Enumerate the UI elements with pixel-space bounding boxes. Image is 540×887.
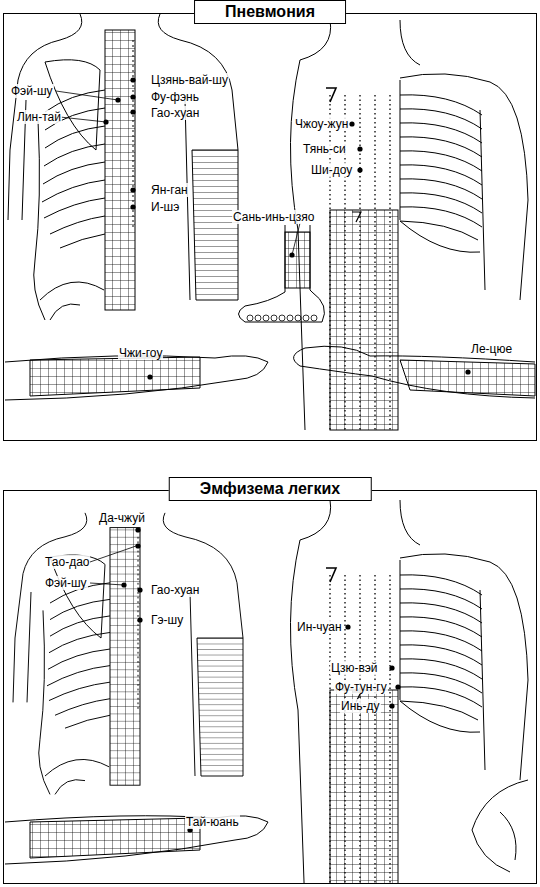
panel-title: Эмфизема легких [169,477,372,501]
point-label: Цзянь-вай-шу [150,73,229,87]
point-label: Фу-тун-гу [334,680,388,694]
point-label: Гао-хуан [150,106,200,120]
point-label: Инь-ду [340,699,381,713]
point-label: И-шэ [150,200,180,214]
point-label: Цзю-вэй [330,661,379,675]
panel-frame: Пневмония [3,13,537,441]
panel-frame: Эмфизема легких [3,490,537,884]
point-label: Ши-доу [310,163,353,177]
leader-line [56,91,300,585]
forearm-figure [5,816,268,864]
foot-figure [239,225,325,322]
point-label: Тай-юань [185,815,240,829]
forearm-figure [5,346,535,400]
point-label: Чжоу-жун [294,117,349,131]
point-label: Лин-тай [16,110,62,124]
point-label: Фу-фэнь [150,90,200,104]
point-label: Фэй-шу [10,84,54,98]
back-figure [8,14,238,320]
point-dot [103,77,470,832]
point-label: Сань-инь-цзяо [232,210,315,224]
point-label: Да-чжуй [98,511,146,525]
point-label: Гэ-шу [150,613,184,627]
point-label: Фэй-шу [44,576,88,590]
point-label: Гао-хуан [150,583,200,597]
point-label: Ле-цюе [470,342,513,356]
point-label: Ин-чуан [296,620,343,634]
point-label: Тао-дао [44,555,90,569]
back-figure [13,513,243,795]
front-figure [290,500,528,883]
point-label: Чжи-гоу [118,346,163,360]
point-label: Тянь-си [302,142,347,156]
point-label: Ян-ган [150,183,189,197]
panel-title: Пневмония [194,0,346,24]
